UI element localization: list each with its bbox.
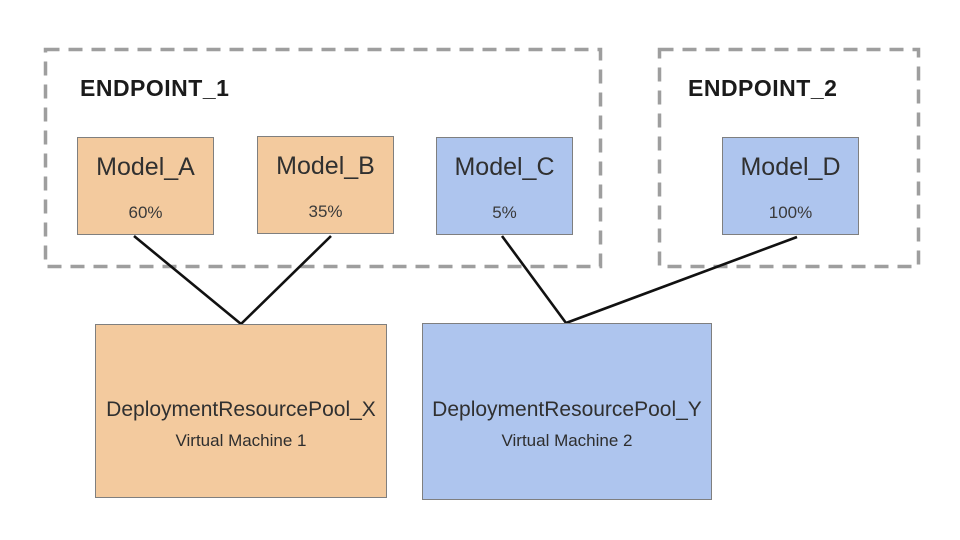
endpoint-1-label: ENDPOINT_1 bbox=[80, 75, 230, 101]
model-a-traffic-split: 60% bbox=[128, 203, 163, 222]
model-a-name: Model_A bbox=[96, 153, 195, 181]
deployment-resource-pool-y-box: DeploymentResourcePool_Y Virtual Machine… bbox=[422, 323, 712, 500]
model-c-traffic-split: 5% bbox=[492, 203, 517, 222]
model-c-name: Model_C bbox=[454, 153, 555, 181]
model-b-name: Model_B bbox=[276, 152, 375, 180]
endpoint-2-label: ENDPOINT_2 bbox=[688, 75, 838, 101]
model-a-box: Model_A 60% bbox=[77, 137, 214, 235]
edge-model-c-to-pool-y bbox=[500, 235, 568, 324]
model-d-traffic-split: 100% bbox=[768, 203, 813, 222]
edge-model-a-to-pool-x bbox=[133, 234, 242, 326]
model-d-box: Model_D 100% bbox=[722, 137, 859, 235]
pool-x-machine: Virtual Machine 1 bbox=[175, 430, 307, 450]
edge-model-b-to-pool-x bbox=[240, 235, 332, 325]
deployment-resource-pool-x-box: DeploymentResourcePool_X Virtual Machine… bbox=[95, 324, 387, 498]
model-c-box: Model_C 5% bbox=[436, 137, 573, 235]
model-b-box: Model_B 35% bbox=[257, 136, 394, 234]
pool-y-machine: Virtual Machine 2 bbox=[501, 431, 633, 450]
edge-model-d-to-pool-y bbox=[565, 235, 798, 325]
model-b-traffic-split: 35% bbox=[308, 202, 343, 221]
pool-y-name: DeploymentResourcePool_Y bbox=[432, 398, 702, 421]
pool-x-name: DeploymentResourcePool_X bbox=[106, 397, 376, 421]
model-d-name: Model_D bbox=[740, 153, 841, 181]
